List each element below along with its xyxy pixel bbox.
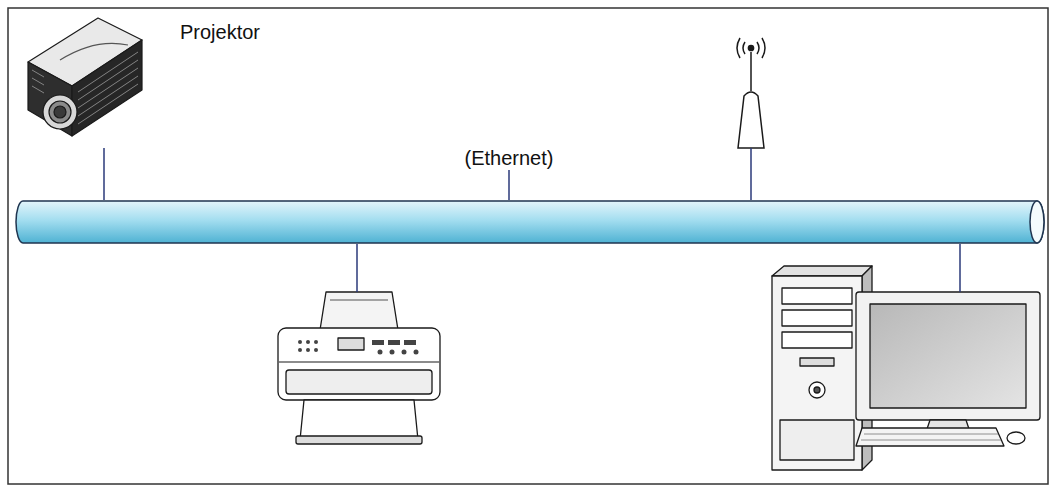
printer-illustration-part-part <box>306 340 310 344</box>
access-point-illustration-part <box>748 45 753 50</box>
computer-illustration-part <box>782 310 852 326</box>
computer-illustration-part <box>809 382 825 398</box>
bus-end-cap <box>1030 201 1044 243</box>
computer-illustration-part <box>782 288 852 304</box>
access-point-illustration-part <box>757 42 759 54</box>
projector-illustration-part-part <box>32 78 44 85</box>
computer-illustration-part <box>856 428 1004 446</box>
bus-body <box>16 201 1044 243</box>
projector-illustration-part-part <box>78 68 138 108</box>
printer-illustration-part-part <box>388 340 400 345</box>
computer-illustration-part <box>1007 432 1025 444</box>
computer-illustration-part <box>780 420 854 460</box>
projector-illustration-part-part <box>78 84 138 124</box>
device-label: Projektor <box>180 20 260 44</box>
projector-illustration-part-part <box>78 52 138 92</box>
access-point-illustration-part <box>737 38 740 58</box>
ethernet-bus: (Ethernet) <box>15 200 1045 244</box>
printer-illustration-part-part <box>306 348 310 352</box>
printer-illustration-part-part <box>298 348 302 352</box>
computer-illustration-part <box>782 332 852 348</box>
network-wire-part <box>750 148 752 200</box>
printer-illustration <box>278 292 440 444</box>
projector-illustration-part-part <box>32 86 44 93</box>
projector-illustration-part <box>43 95 77 129</box>
printer-illustration-part <box>286 370 432 394</box>
printer-illustration-part-part <box>372 340 384 345</box>
access-point-illustration <box>737 38 765 148</box>
printer-illustration-part <box>278 328 440 400</box>
network-label: (Ethernet) <box>465 146 554 170</box>
network-wire-part <box>356 244 358 292</box>
printer-illustration-part <box>296 436 422 444</box>
access-point-illustration-part <box>762 38 765 58</box>
printer-illustration-part-part <box>404 340 416 345</box>
printer-illustration-part <box>278 361 440 362</box>
bus-cylinder <box>15 200 1045 244</box>
printer-illustration-part-part <box>414 350 419 355</box>
computer-illustration-part <box>870 304 1026 408</box>
projector-node: Projektor <box>20 14 150 148</box>
projector-illustration-part-part <box>78 76 138 116</box>
printer-illustration-part <box>338 338 364 350</box>
network-wire-part <box>508 170 510 200</box>
printer-illustration-part <box>298 340 419 355</box>
projector-illustration-part-part <box>32 70 44 77</box>
computer-illustration <box>772 266 1040 470</box>
projector-illustration <box>28 18 142 136</box>
printer-illustration-part-part <box>402 350 407 355</box>
projector-illustration-part <box>49 101 71 123</box>
computer-illustration-part <box>772 266 872 276</box>
computer-illustration-part <box>772 276 862 470</box>
printer-illustration-part-part <box>314 340 318 344</box>
network-cable <box>103 148 105 200</box>
access-point-illustration-part <box>743 42 745 54</box>
frame <box>8 8 1048 484</box>
printer-illustration-part <box>320 292 398 330</box>
access-point-illustration-part <box>750 52 752 91</box>
projector-illustration-part <box>54 106 66 118</box>
access-point-illustration-part <box>738 92 764 148</box>
printer-illustration-part <box>330 299 388 300</box>
computer-illustration-part <box>861 434 1001 440</box>
computer-illustration-part-part <box>864 434 998 435</box>
computer-illustration-part-part <box>861 440 1001 441</box>
computer-illustration-part <box>800 358 834 366</box>
computer-illustration-part <box>814 387 820 393</box>
printer-illustration-part-part <box>390 350 395 355</box>
printer-illustration-part-part <box>378 350 383 355</box>
network-wire-part <box>959 244 961 292</box>
printer-illustration-part <box>300 400 418 440</box>
projector-illustration-part <box>72 40 142 136</box>
printer-illustration-part-part <box>298 340 302 344</box>
computer-illustration-part <box>856 292 1040 420</box>
projector-illustration-part-part <box>78 60 138 100</box>
printer-illustration-part-part <box>314 348 318 352</box>
